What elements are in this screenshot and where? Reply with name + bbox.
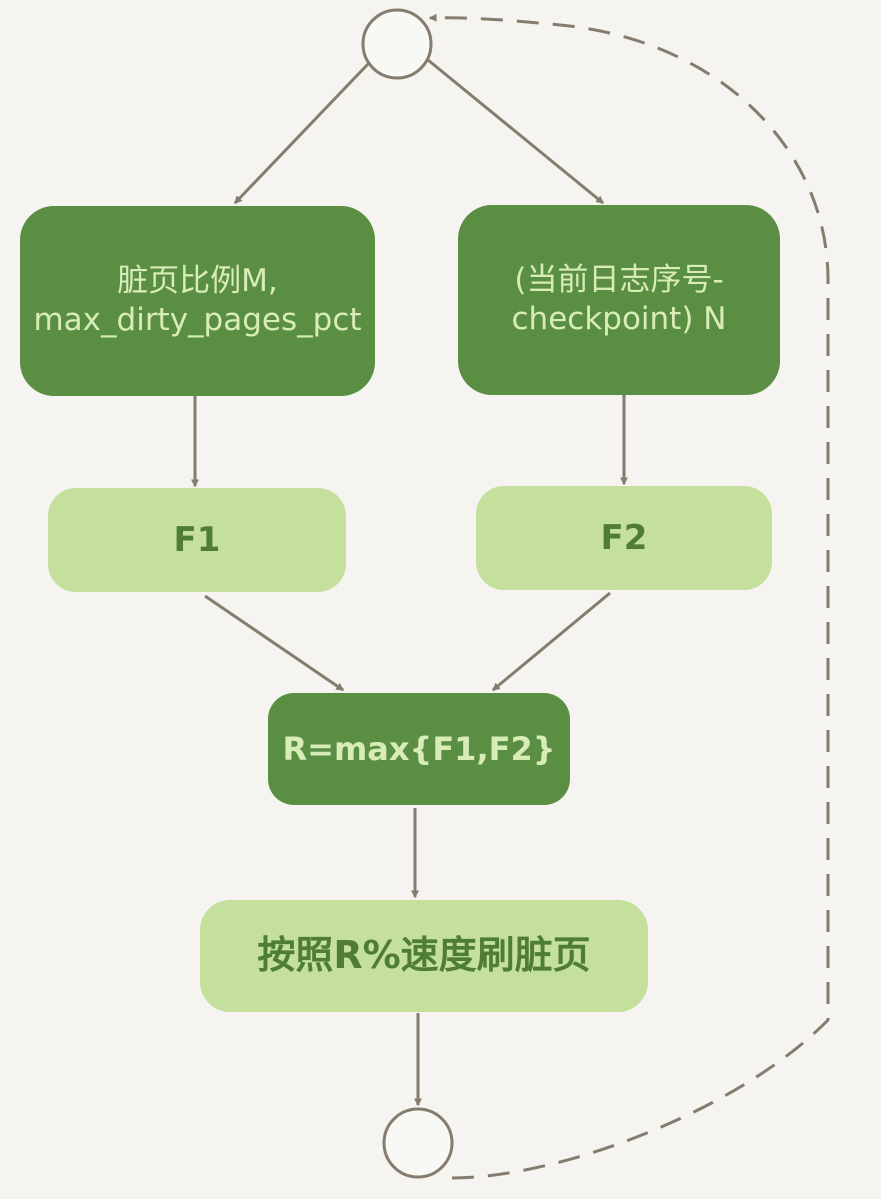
f2-node: F2 bbox=[476, 486, 772, 590]
f2-label: F2 bbox=[600, 517, 648, 558]
r-max-node: R=max{F1,F2} bbox=[268, 693, 570, 805]
dirty-page-ratio-node: 脏页比例M, max_dirty_pages_pct bbox=[20, 206, 375, 396]
loop-back-dashed-arrow bbox=[428, 13, 830, 1180]
flush-dirty-pages-node: 按照R%速度刷脏页 bbox=[200, 900, 648, 1012]
log-sequence-gap-line-2: checkpoint) N bbox=[511, 301, 727, 337]
arrow-f1-to-r bbox=[204, 594, 345, 692]
start-node bbox=[361, 8, 433, 80]
end-node bbox=[382, 1107, 454, 1179]
dirty-page-ratio-line-2: max_dirty_pages_pct bbox=[33, 302, 362, 338]
f1-node: F1 bbox=[48, 488, 346, 592]
flush-dirty-pages-label: 按照R%速度刷脏页 bbox=[257, 933, 591, 978]
arrow-f2-to-r bbox=[491, 591, 611, 692]
dirty-page-ratio-line-1: 脏页比例M, bbox=[117, 263, 278, 300]
r-max-label: R=max{F1,F2} bbox=[282, 730, 556, 768]
arrow-start-to-dirty-ratio bbox=[233, 62, 370, 205]
arrow-start-to-lsn-gap bbox=[427, 58, 605, 205]
log-sequence-gap-node: (当前日志序号- checkpoint) N bbox=[458, 205, 780, 395]
log-sequence-gap-line-1: (当前日志序号- bbox=[514, 262, 724, 299]
f1-label: F1 bbox=[173, 519, 221, 560]
